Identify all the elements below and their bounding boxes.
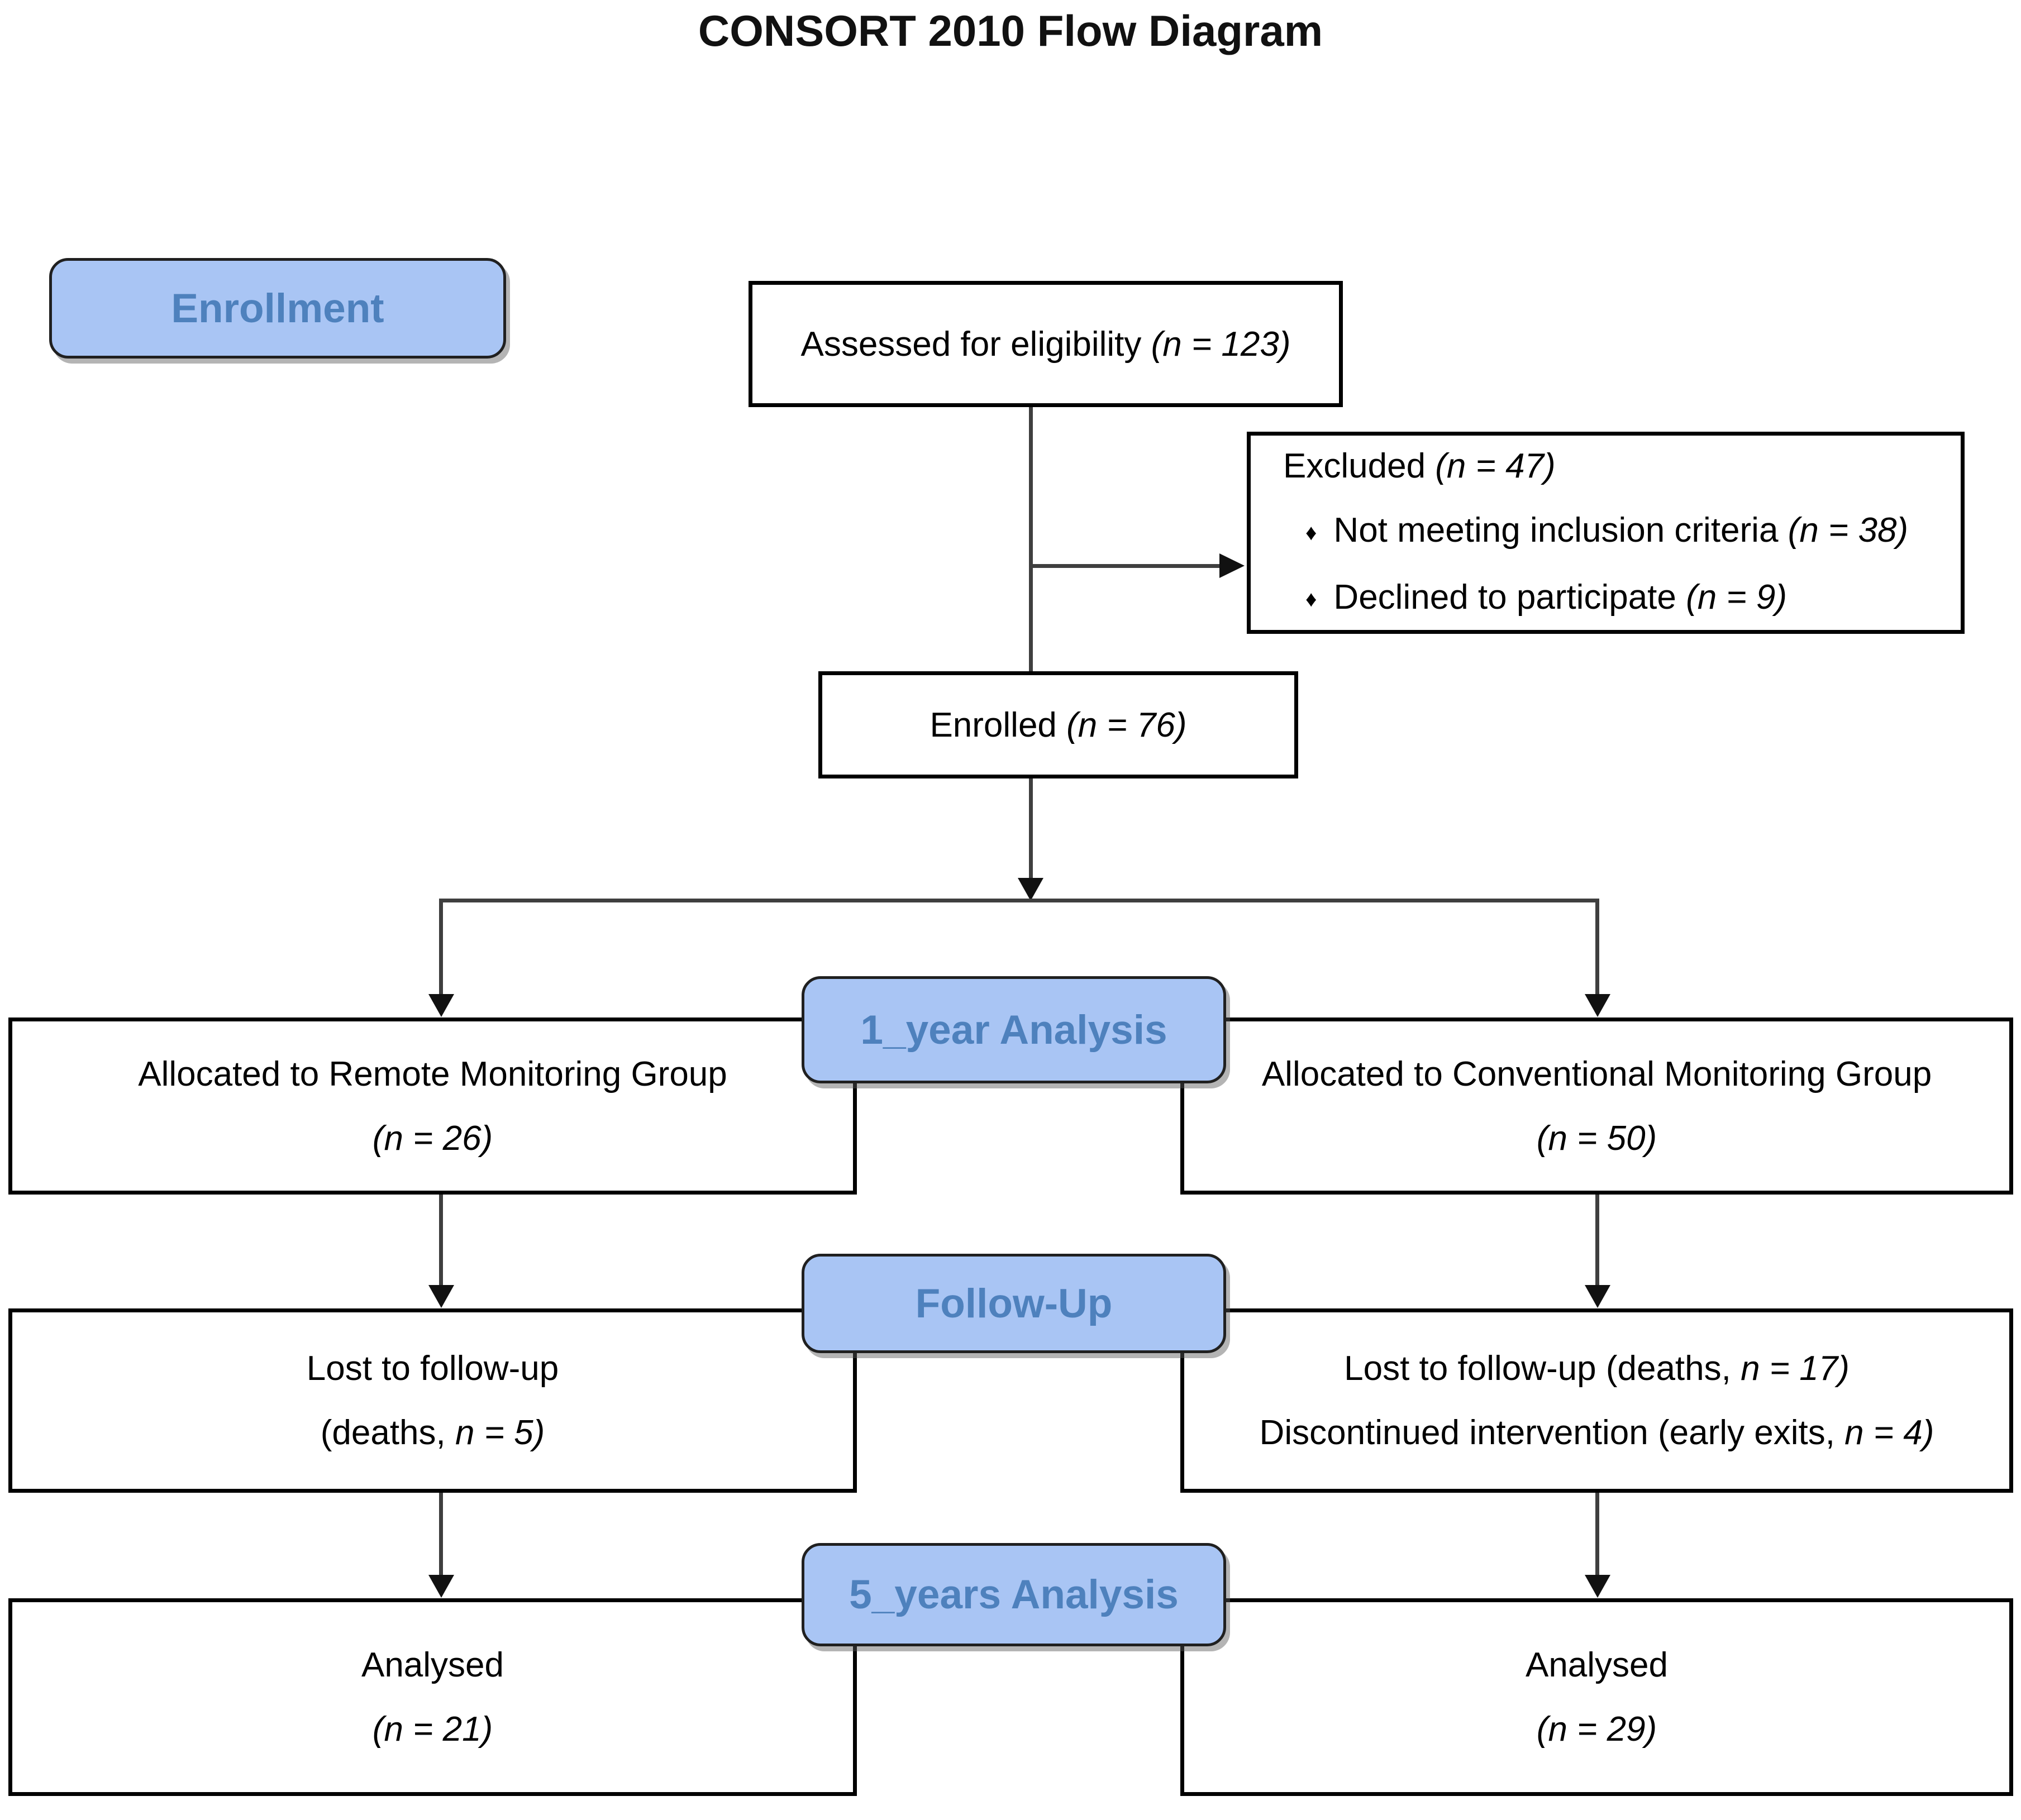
box-bullet-line: ♦ Not meeting inclusion criteria (n = 38) [1283,498,1908,565]
text-italic-n: n = 4) [1844,1413,1934,1452]
stage-label-5-years-analysis: 5_years Analysis [802,1543,1226,1646]
text-regular: Allocated to Remote Monitoring Group [138,1054,727,1093]
arrowhead-excluded [1219,553,1245,578]
connector-fu-to-an-left [439,1485,443,1576]
arrowhead-fu-left [428,1285,454,1308]
box-text-line: (deaths, n = 5) [321,1401,545,1465]
connector-branch-to-alloc-left [439,899,443,995]
connector-alloc-to-fu-left [439,1187,443,1286]
text-regular: Excluded [1283,447,1436,486]
text-italic-n: (n = 29) [1536,1710,1657,1749]
arrowhead-alloc-left [428,994,454,1017]
box-text-line: (n = 29) [1537,1697,1657,1761]
stage-label-1-year-analysis: 1_year Analysis [802,976,1226,1083]
lost-to-followup-left-box: Lost to follow-up (deaths, n = 5) [8,1308,857,1493]
connector-fu-to-an-right [1595,1485,1599,1576]
text-regular: Allocated to Conventional Monitoring Gro… [1261,1054,1932,1093]
text-regular: Assessed for eligibility [800,324,1151,364]
analysed-left-box: Analysed (n = 21) [8,1598,857,1796]
connector-assessed-to-enrolled [1029,399,1033,671]
allocated-remote-monitoring-box: Allocated to Remote Monitoring Group (n … [8,1018,857,1195]
box-text-line: Assessed for eligibility (n = 123) [800,312,1290,376]
box-text-line: (n = 50) [1537,1106,1657,1171]
text-italic-n: (n = 47) [1435,447,1556,486]
text-regular: Analysed [361,1646,504,1684]
text-italic-n: (n = 50) [1536,1119,1657,1158]
box-bullet-line: ♦ Declined to participate (n = 9) [1283,565,1787,632]
box-text-line: Excluded (n = 47) [1283,434,1556,498]
connector-branch-to-alloc-right [1595,899,1599,995]
connector-enrolled-to-branch [1029,771,1033,879]
text-regular: Lost to follow-up (deaths, [1344,1349,1741,1388]
text-italic-n: n = 5) [455,1413,545,1452]
box-text-line: Allocated to Conventional Monitoring Gro… [1262,1042,1932,1106]
stage-label-1-year-analysis-text: 1_year Analysis [860,1007,1167,1053]
lost-to-followup-right-box: Lost to follow-up (deaths, n = 17) Disco… [1180,1308,2013,1493]
box-text-line: Analysed [361,1633,504,1697]
assessed-for-eligibility-box: Assessed for eligibility (n = 123) [749,281,1343,407]
text-regular: Lost to follow-up [306,1349,559,1388]
text-italic-n: (n = 21) [372,1710,493,1749]
diamond-bullet-icon: ♦ [1305,586,1317,612]
page-title: CONSORT 2010 Flow Diagram [698,6,1323,55]
text-regular: Declined to participate [1333,577,1686,617]
box-text-line: Discontinued intervention (early exits, … [1260,1401,1934,1465]
allocated-conventional-monitoring-box: Allocated to Conventional Monitoring Gro… [1180,1018,2013,1195]
text-italic-n: (n = 123) [1151,324,1291,364]
text-regular: Discontinued intervention (early exits, [1259,1413,1845,1452]
box-text-line: (n = 21) [373,1697,493,1761]
arrowhead-an-left [428,1575,454,1598]
text-italic-n: (n = 76) [1066,705,1187,744]
text-italic-n: (n = 9) [1686,577,1788,617]
text-regular: Analysed [1525,1646,1669,1684]
analysed-right-box: Analysed (n = 29) [1180,1598,2013,1796]
arrowhead-fu-right [1585,1285,1610,1308]
text-italic-n: (n = 26) [372,1119,493,1158]
enrolled-box: Enrolled (n = 76) [818,671,1298,778]
arrowhead-alloc-right [1585,994,1610,1017]
text-regular: Not meeting inclusion criteria [1333,511,1788,550]
text-italic-n: n = 17) [1741,1349,1850,1388]
box-text-line: Enrolled (n = 76) [930,693,1186,757]
text-italic-n: (n = 38) [1788,511,1909,550]
connector-to-excluded [1031,564,1219,568]
branch-horizontal-line [440,899,1599,902]
stage-label-5-years-analysis-text: 5_years Analysis [849,1572,1179,1617]
diamond-bullet-icon: ♦ [1305,520,1317,545]
text-regular: (deaths, [320,1413,455,1452]
stage-label-follow-up: Follow-Up [802,1254,1226,1353]
arrowhead-an-right [1585,1575,1610,1598]
box-text-line: Allocated to Remote Monitoring Group [138,1042,727,1106]
excluded-box: Excluded (n = 47) ♦ Not meeting inclusion… [1247,432,1965,634]
box-text-line: Lost to follow-up (deaths, n = 17) [1344,1336,1850,1401]
arrowhead-branch [1018,878,1043,901]
text-regular: Enrolled [930,705,1067,744]
box-text-line: (n = 26) [373,1106,493,1171]
box-text-line: Lost to follow-up [307,1336,559,1401]
stage-label-enrollment: Enrollment [49,258,506,359]
stage-label-enrollment-text: Enrollment [171,285,384,331]
connector-alloc-to-fu-right [1595,1187,1599,1286]
box-text-line: Analysed [1526,1633,1668,1697]
stage-label-follow-up-text: Follow-Up [915,1281,1113,1326]
